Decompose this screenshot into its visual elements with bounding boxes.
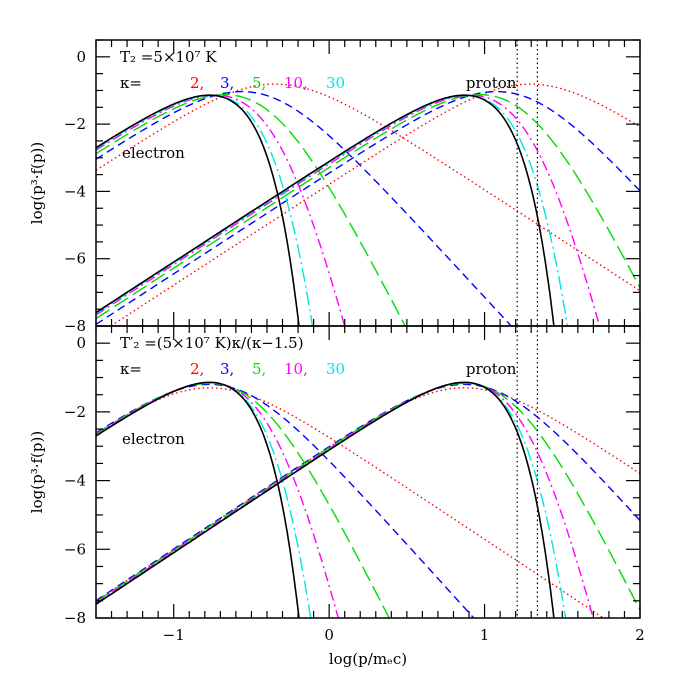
kappa-legend-value: 5, bbox=[252, 360, 266, 378]
y-tick-label: −8 bbox=[64, 317, 86, 335]
kappa-legend-label: κ= bbox=[120, 74, 142, 92]
kappa-legend-value: 2, bbox=[190, 360, 204, 378]
y-tick-label: 0 bbox=[76, 334, 86, 352]
y-tick-label: 0 bbox=[76, 48, 86, 66]
panel-header: T′₂ =(5×10⁷ K)κ/(κ−1.5) bbox=[120, 334, 304, 352]
kappa-legend-value: 30 bbox=[326, 360, 345, 378]
y-tick-label: −4 bbox=[64, 182, 86, 200]
x-axis-label: log(p/mₑc) bbox=[329, 650, 407, 668]
series-electron-kappa-5-bottom bbox=[96, 382, 390, 618]
panel-top-series bbox=[96, 83, 640, 326]
x-tick-label: 1 bbox=[480, 626, 490, 644]
axes-layer bbox=[95, 39, 641, 619]
x-tick-label: 2 bbox=[635, 626, 645, 644]
series-proton-kappa-2-bottom bbox=[96, 387, 640, 602]
label-proton: proton bbox=[466, 360, 517, 378]
series-proton-kappa-inf-top bbox=[96, 94, 555, 326]
series-electron-kappa-inf-bottom bbox=[96, 381, 300, 618]
label-electron: electron bbox=[122, 430, 185, 448]
y-axis-label: log(p³·f(p)) bbox=[28, 431, 46, 513]
plot-frame-bottom bbox=[95, 325, 641, 619]
y-tick-label: −2 bbox=[64, 115, 86, 133]
x-tick-label: 0 bbox=[324, 626, 334, 644]
y-tick-label: −8 bbox=[64, 609, 86, 627]
curves-layer bbox=[96, 83, 640, 618]
label-electron: electron bbox=[122, 144, 185, 162]
kappa-legend-label: κ= bbox=[120, 360, 142, 378]
text-layer: 0 −2 −4 −6 −8 log(p³·f(p)) T₂ =5×10⁷ K κ= 2, 3, 5,… bbox=[28, 48, 645, 668]
series-electron-kappa-5-top bbox=[96, 93, 406, 326]
y-axis-label: log(p³·f(p)) bbox=[28, 142, 46, 224]
kappa-legend-value: 2, bbox=[190, 74, 204, 92]
panel-bottom-series bbox=[96, 381, 640, 618]
plot-frame-top bbox=[95, 39, 641, 327]
kappa-legend-value: 3, bbox=[220, 74, 234, 92]
series-proton-kappa-10-top bbox=[96, 94, 601, 326]
series-electron-kappa-10-bottom bbox=[96, 382, 340, 618]
series-electron-kappa-10-top bbox=[96, 94, 346, 326]
kappa-legend-value: 30 bbox=[326, 74, 345, 92]
series-proton-kappa-5-bottom bbox=[96, 382, 640, 611]
kappa-legend-value: 10, bbox=[284, 360, 308, 378]
kappa-legend-value: 5, bbox=[252, 74, 266, 92]
series-proton-kappa-inf-bottom bbox=[96, 381, 555, 618]
label-proton: proton bbox=[466, 74, 517, 92]
y-tick-label: −6 bbox=[64, 540, 86, 558]
series-proton-kappa-3-bottom bbox=[96, 383, 640, 602]
series-proton-kappa-3-top bbox=[96, 90, 640, 325]
series-proton-kappa-30-top bbox=[96, 94, 569, 326]
kappa-legend-value: 3, bbox=[220, 360, 234, 378]
series-electron-kappa-3-top bbox=[96, 90, 513, 326]
x-tick-label: −1 bbox=[163, 626, 185, 644]
series-proton-kappa-10-bottom bbox=[96, 382, 594, 618]
kappa-legend-value: 10, bbox=[284, 74, 308, 92]
y-tick-label: −6 bbox=[64, 250, 86, 268]
series-proton-kappa-5-top bbox=[96, 93, 640, 320]
series-proton-kappa-2-top bbox=[109, 83, 640, 326]
y-tick-label: −2 bbox=[64, 403, 86, 421]
panel-header: T₂ =5×10⁷ K bbox=[120, 48, 217, 66]
y-tick-label: −4 bbox=[64, 472, 86, 490]
series-electron-kappa-inf-top bbox=[96, 94, 300, 326]
